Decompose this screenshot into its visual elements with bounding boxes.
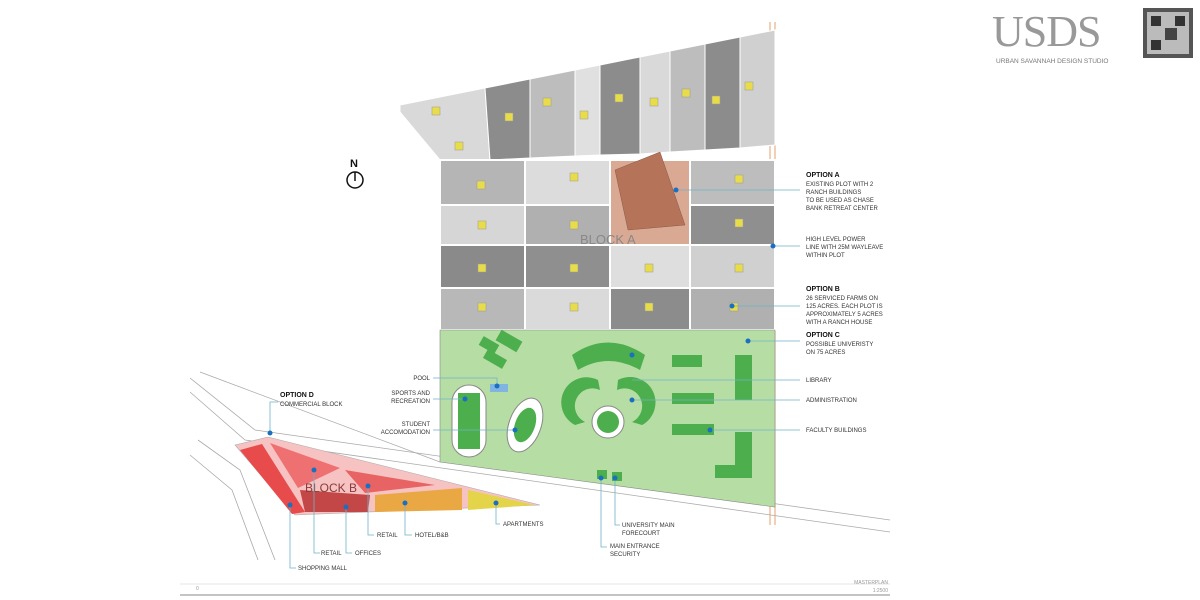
- svg-text:N: N: [350, 158, 358, 170]
- svg-text:HIGH LEVEL POWER: HIGH LEVEL POWER: [806, 237, 866, 243]
- svg-text:WITH A RANCH HOUSE: WITH A RANCH HOUSE: [806, 320, 872, 326]
- power-line-label: HIGH LEVEL POWER LINE WITH 25M WAYLEAVE WI…: [806, 237, 883, 259]
- svg-text:MASTERPLAN: MASTERPLAN: [854, 580, 888, 586]
- student-label-2: ACCOMODATION: [381, 430, 430, 436]
- qr-code: [1143, 8, 1193, 58]
- apartments-label: APARTMENTS: [503, 522, 543, 528]
- security-label: MAIN ENTRANCE: [610, 544, 660, 550]
- svg-text:BANK RETREAT CENTER: BANK RETREAT CENTER: [806, 206, 878, 212]
- security-label-2: SECURITY: [610, 552, 640, 558]
- svg-text:1:2500: 1:2500: [873, 588, 889, 594]
- pool-label: POOL: [413, 376, 430, 382]
- option-b-label: OPTION B 26 SERVICED FARMS ON 125 ACRES. …: [806, 286, 883, 326]
- leader-lines: [267, 187, 800, 569]
- svg-text:WITHIN PLOT: WITHIN PLOT: [806, 253, 845, 259]
- svg-text:COMMERCIAL BLOCK: COMMERCIAL BLOCK: [280, 402, 342, 408]
- usds-logo: USDS URBAN SAVANNAH DESIGN STUDIO: [992, 7, 1108, 65]
- administration-label: ADMINISTRATION: [806, 398, 857, 404]
- block-a-label: BLOCK A: [580, 232, 636, 247]
- svg-text:26 SERVICED FARMS ON: 26 SERVICED FARMS ON: [806, 296, 878, 302]
- retail-label-2: RETAIL: [321, 551, 342, 557]
- title-block: 0 MASTERPLAN 1:2500: [180, 580, 890, 596]
- university-campus: [439, 329, 776, 508]
- svg-text:LINE WITH 25M WAYLEAVE: LINE WITH 25M WAYLEAVE: [806, 245, 883, 251]
- block-b-label: BLOCK B: [305, 481, 357, 495]
- svg-text:125 ACRES. EACH PLOT IS: 125 ACRES. EACH PLOT IS: [806, 304, 883, 310]
- option-d-label: OPTION D COMMERCIAL BLOCK: [280, 392, 342, 408]
- top-farm-plots: [399, 29, 776, 161]
- library-label: LIBRARY: [806, 378, 832, 384]
- ranch-building: [614, 151, 686, 231]
- svg-text:USDS: USDS: [992, 7, 1101, 56]
- student-label: STUDENT: [402, 422, 431, 428]
- retail-label-1: RETAIL: [377, 533, 398, 539]
- forecourt-label: UNIVERSITY MAIN: [622, 523, 675, 529]
- svg-text:TO BE USED AS CHASE: TO BE USED AS CHASE: [806, 198, 874, 204]
- forecourt-label-2: FORECOURT: [622, 531, 660, 537]
- svg-text:OPTION D: OPTION D: [280, 392, 314, 399]
- sports-label: SPORTS AND: [391, 391, 430, 397]
- svg-text:ON 75 ACRES: ON 75 ACRES: [806, 350, 845, 356]
- svg-text:POSSIBLE UNIVERISTY: POSSIBLE UNIVERISTY: [806, 342, 873, 348]
- svg-text:APPROXIMATELY 5 ACRES: APPROXIMATELY 5 ACRES: [806, 312, 883, 318]
- svg-text:OPTION C: OPTION C: [806, 332, 840, 339]
- mall-label: SHOPPING MALL: [298, 566, 348, 572]
- svg-text:EXISTING PLOT WITH 2: EXISTING PLOT WITH 2: [806, 182, 874, 188]
- svg-text:OPTION A: OPTION A: [806, 172, 840, 179]
- north-arrow: N: [346, 158, 364, 189]
- svg-text:OPTION B: OPTION B: [806, 286, 840, 293]
- hotel-label: HOTEL/B&B: [415, 533, 449, 539]
- faculty-label: FACULTY BUILDINGS: [806, 428, 866, 434]
- offices-label: OFFICES: [355, 551, 381, 557]
- svg-text:RANCH BUILDINGS: RANCH BUILDINGS: [806, 190, 861, 196]
- svg-text:0: 0: [196, 586, 199, 592]
- sports-label-2: RECREATION: [391, 399, 430, 405]
- svg-text:URBAN SAVANNAH DESIGN STUDIO: URBAN SAVANNAH DESIGN STUDIO: [996, 58, 1108, 65]
- option-a-label: OPTION A EXISTING PLOT WITH 2 RANCH BUILD…: [806, 172, 878, 212]
- option-c-label: OPTION C POSSIBLE UNIVERISTY ON 75 ACRES: [806, 332, 873, 356]
